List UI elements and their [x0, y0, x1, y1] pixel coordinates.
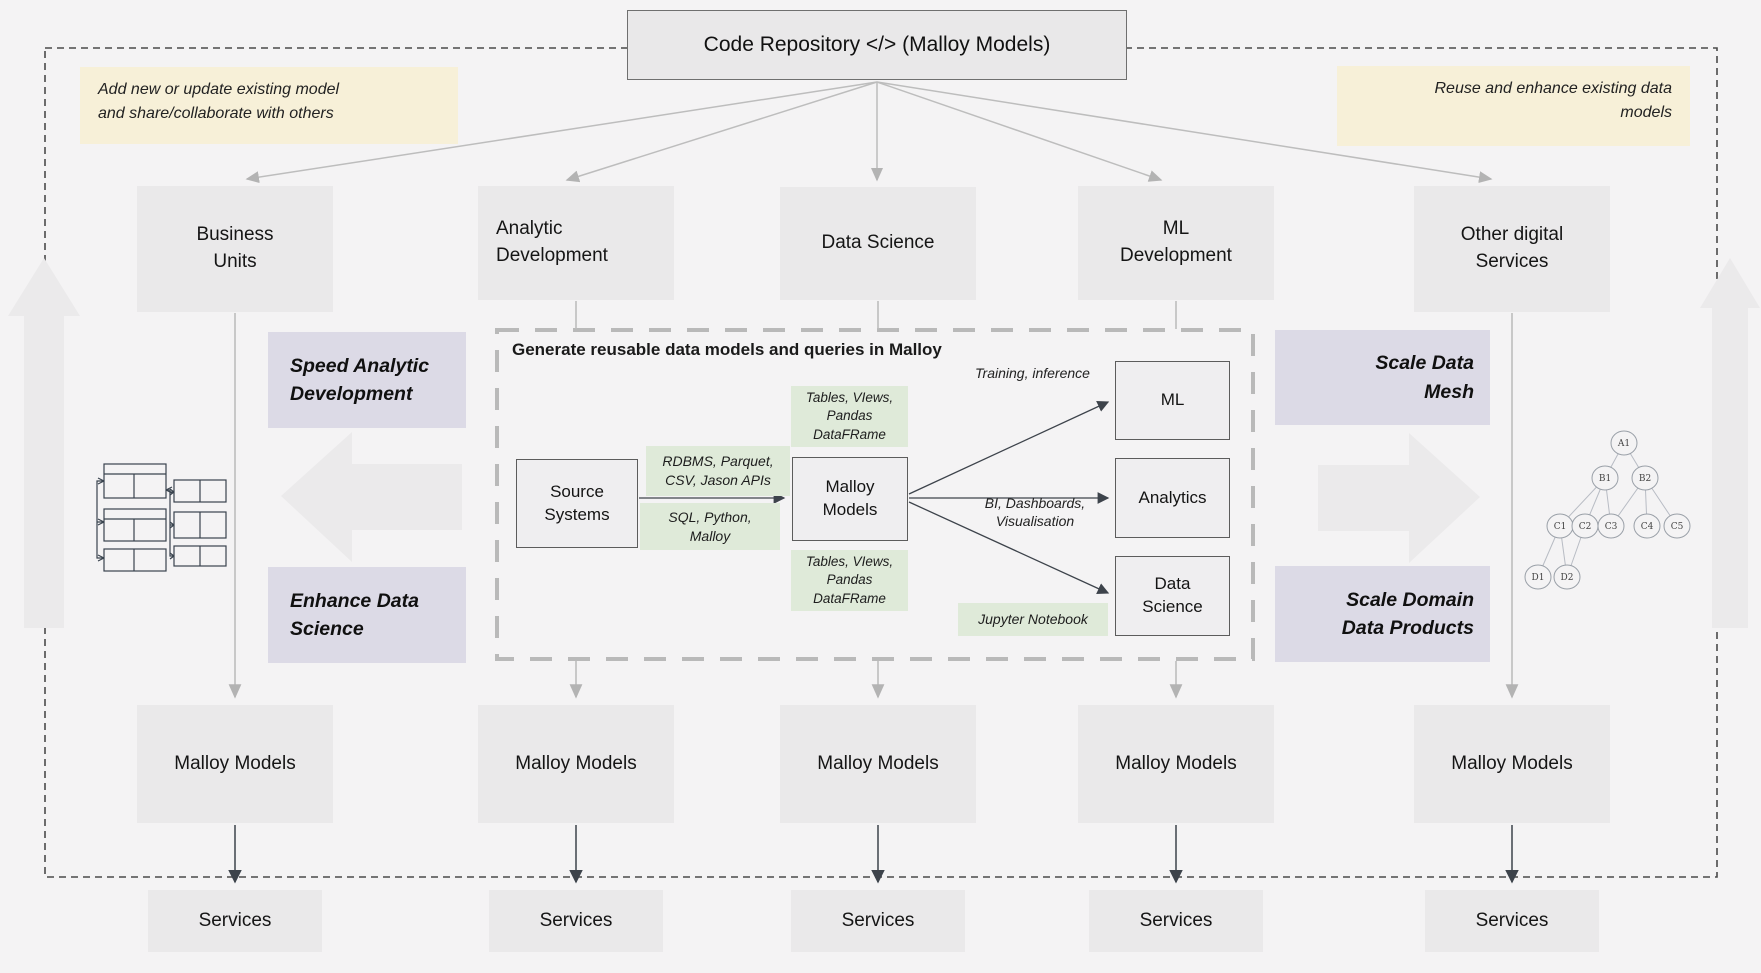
up-arrow-right-icon	[1700, 258, 1760, 628]
malloy-models-output-2: Malloy Models	[478, 705, 674, 823]
er-diagram-icon	[96, 463, 227, 572]
source-systems-box: Source Systems	[516, 459, 638, 548]
data-science-box: Data Science	[1115, 556, 1230, 636]
malloy-models-output-3: Malloy Models	[780, 705, 976, 823]
label-speed-analytic-development: Speed Analytic Development	[268, 332, 466, 428]
label-training-inference: Training, inference	[975, 365, 1090, 381]
block-arrow-right-icon	[1318, 433, 1480, 563]
code-repository-box: Code Repository </> (Malloy Models)	[627, 10, 1127, 80]
pipeline-arrows	[639, 401, 1110, 594]
top-box-ml-development: ML Development	[1078, 186, 1274, 300]
label-tables-views-top: Tables, VIews, Pandas DataFRame	[791, 386, 908, 447]
repo-fan-arrows	[245, 81, 1493, 184]
top-box-other-digital-services: Other digital Services	[1414, 186, 1610, 312]
note-add-update-model: Add new or update existing model and sha…	[80, 67, 458, 144]
label-sql-python-malloy: SQL, Python, Malloy	[640, 503, 780, 550]
tree-node: C5	[1671, 522, 1684, 532]
hierarchy-tree-icon: A1 B1 B2 C1 C2 C3 C4 C5 D1 D2	[1524, 430, 1691, 590]
ml-box: ML	[1115, 361, 1230, 440]
label-scale-domain-data-products: Scale Domain Data Products	[1275, 566, 1490, 662]
services-box-1: Services	[148, 890, 322, 952]
malloy-to-services-arrows	[228, 825, 1519, 884]
malloy-models-output-4: Malloy Models	[1078, 705, 1274, 823]
top-box-analytic-development: Analytic Development	[478, 186, 674, 300]
malloy-models-output-1: Malloy Models	[137, 705, 333, 823]
label-tables-views-bottom: Tables, VIews, Pandas DataFRame	[791, 550, 908, 611]
malloy-models-output-5: Malloy Models	[1414, 705, 1610, 823]
label-bi-dashboards: BI, Dashboards, Visualisation	[984, 495, 1086, 530]
tree-node: D1	[1532, 573, 1545, 583]
services-box-3: Services	[791, 890, 965, 952]
top-box-business-units: Business Units	[137, 186, 333, 312]
pipeline-title: Generate reusable data models and querie…	[512, 340, 942, 359]
label-jupyter-notebook: Jupyter Notebook	[958, 603, 1108, 636]
tree-node: D2	[1561, 573, 1574, 583]
block-arrow-left-icon	[281, 432, 462, 562]
services-box-4: Services	[1089, 890, 1263, 952]
label-enhance-data-science: Enhance Data Science	[268, 567, 466, 663]
tree-node: A1	[1617, 439, 1630, 449]
note-reuse-models: Reuse and enhance existing data models	[1337, 66, 1690, 146]
tree-node: C2	[1579, 522, 1592, 532]
tree-node: C4	[1641, 522, 1654, 532]
tree-node: C1	[1554, 522, 1567, 532]
services-box-5: Services	[1425, 890, 1599, 952]
top-box-data-science: Data Science	[780, 187, 976, 300]
label-scale-data-mesh: Scale Data Mesh	[1275, 330, 1490, 425]
malloy-models-box: Malloy Models	[792, 457, 908, 541]
analytics-box: Analytics	[1115, 458, 1230, 538]
pipeline-dashed-container	[495, 328, 1255, 661]
label-rdbms-parquet: RDBMS, Parquet, CSV, Jason APIs	[646, 446, 790, 496]
tree-node: B1	[1599, 474, 1611, 484]
column-connectors	[228, 301, 1519, 699]
tree-node: B2	[1639, 474, 1651, 484]
tree-node: C3	[1605, 522, 1618, 532]
services-box-2: Services	[489, 890, 663, 952]
up-arrow-left-icon	[8, 258, 80, 628]
